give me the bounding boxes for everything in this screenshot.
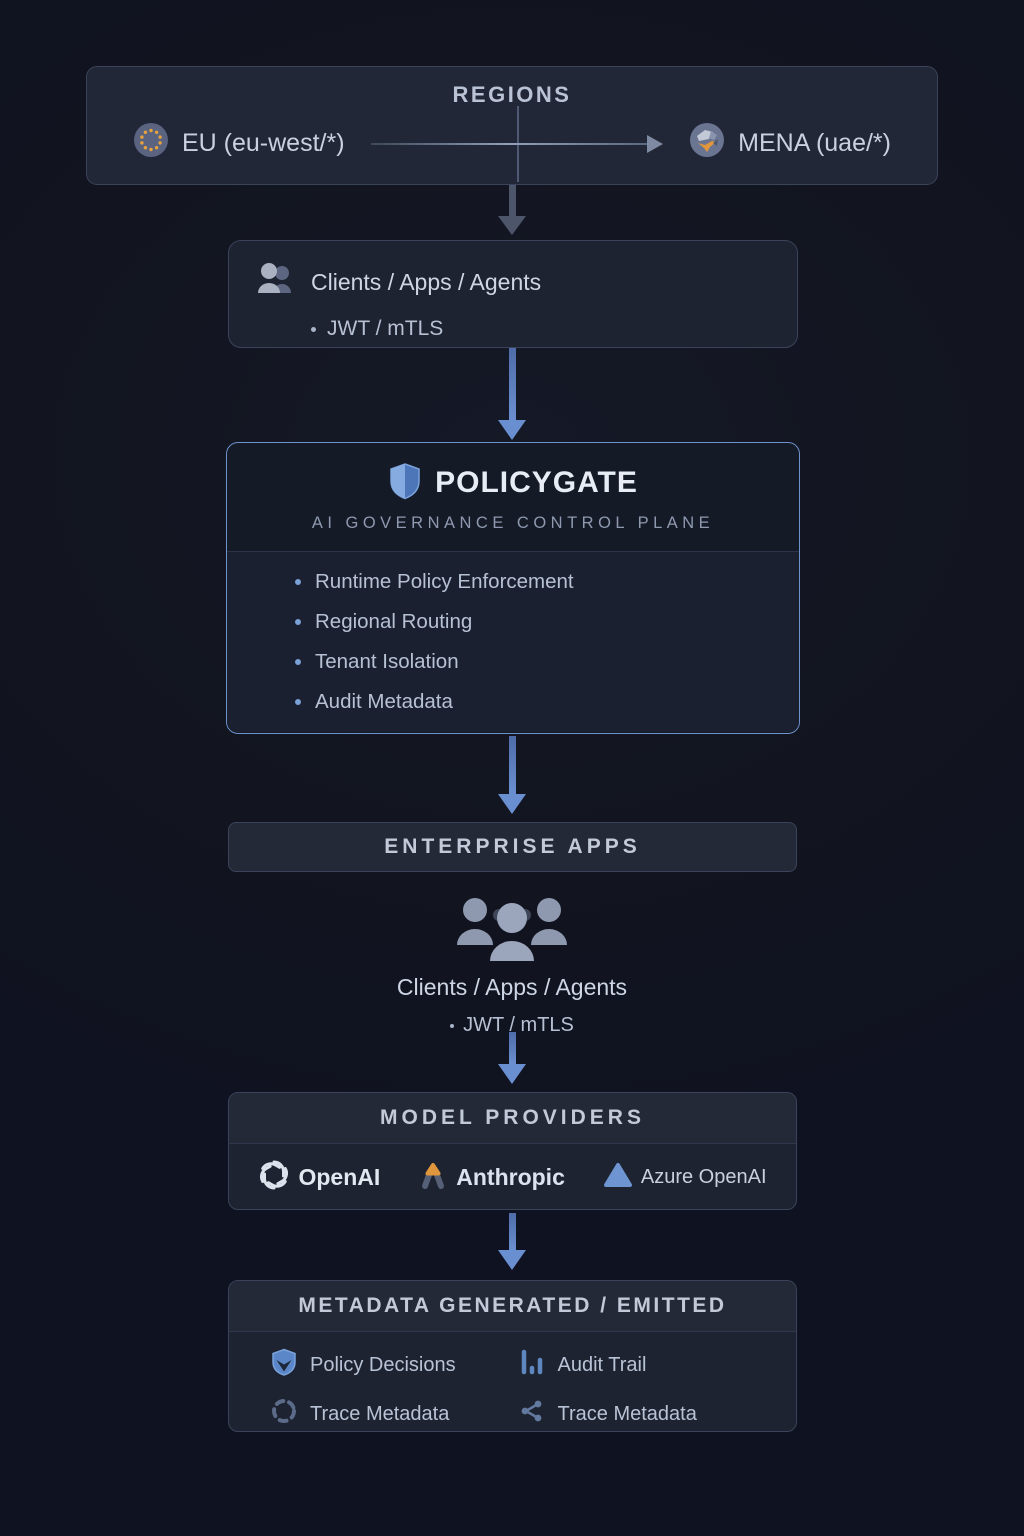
metadata-item-policy-decisions: Policy Decisions (271, 1348, 519, 1382)
list-item: Tenant Isolation (295, 650, 799, 674)
list-item: Runtime Policy Enforcement (295, 570, 799, 594)
provider-openai: OpenAI (258, 1159, 380, 1196)
enterprise-apps-box: ENTERPRISE APPS (228, 822, 797, 872)
eu-flag-icon (133, 122, 169, 165)
provider-azure-openai: Azure OpenAI (603, 1161, 767, 1194)
regions-title: REGIONS (452, 82, 572, 107)
shield-check-icon (271, 1348, 297, 1382)
policygate-header: POLICYGATE AI GOVERNANCE CONTROL PLANE (227, 443, 799, 551)
share-icon (519, 1398, 545, 1430)
policygate-feature-list: Runtime Policy Enforcement Regional Rout… (227, 551, 799, 732)
arrow-right-head (647, 134, 664, 153)
model-providers-title: MODEL PROVIDERS (380, 1106, 645, 1129)
model-providers-box: MODEL PROVIDERS Ope (228, 1092, 797, 1210)
list-item: Regional Routing (295, 610, 799, 634)
flow-arrow-clients-policygate (492, 348, 532, 440)
users-icon (255, 261, 297, 303)
openai-logo (258, 1159, 290, 1196)
flow-arrow-clients-providers (492, 1032, 532, 1084)
metadata-title: METADATA GENERATED / EMITTED (298, 1294, 727, 1317)
shield-icon (388, 462, 422, 505)
region-mena-label: MENA (uae/*) (738, 129, 891, 157)
model-providers-header: MODEL PROVIDERS (229, 1093, 796, 1144)
clients-cluster-title: Clients / Apps / Agents (396, 974, 628, 1000)
clients-title: Clients / Apps / Agents (311, 268, 542, 295)
provider-anthropic: Anthropic (418, 1159, 565, 1196)
policygate-title: POLICYGATE (435, 466, 638, 499)
users-group-icon (437, 893, 587, 966)
regions-row: EU (eu-west/*) MENA (uae/*) (87, 105, 937, 182)
flow-arrow-regions-clients (492, 185, 532, 235)
providers-row: OpenAI Anthropic Azure O (229, 1144, 796, 1210)
policygate-subtitle: AI GOVERNANCE CONTROL PLANE (311, 513, 715, 532)
clients-cluster: Clients / Apps / Agents JWT / mTLS (0, 893, 1024, 1037)
enterprise-apps-title: ENTERPRISE APPS (384, 835, 641, 858)
region-eu: EU (eu-west/*) (133, 122, 345, 165)
clients-box: Clients / Apps / Agents JWT / mTLS (228, 240, 798, 348)
region-eu-label: EU (eu-west/*) (182, 129, 345, 157)
metadata-header: METADATA GENERATED / EMITTED (229, 1281, 796, 1332)
bullet-dot (311, 326, 316, 332)
region-mena: MENA (uae/*) (689, 122, 891, 165)
eu-to-mena-arrow (370, 105, 664, 182)
clients-cluster-bullet: JWT / mTLS (450, 1014, 574, 1037)
anthropic-logo (418, 1159, 448, 1196)
list-item: Audit Metadata (295, 690, 799, 714)
globe-icon (689, 122, 725, 165)
azure-openai-logo (603, 1161, 633, 1194)
policygate-box: POLICYGATE AI GOVERNANCE CONTROL PLANE R… (226, 442, 800, 734)
regions-box: REGIONS EU (eu-west/*) (86, 66, 938, 185)
metadata-grid: Policy Decisions Audit Trail (229, 1332, 796, 1430)
bar-chart-icon (519, 1348, 545, 1382)
dashed-circle-icon (271, 1398, 297, 1430)
metadata-item-audit-trail: Audit Trail (519, 1348, 767, 1382)
clients-bullet: JWT / mTLS (311, 317, 797, 341)
metadata-box: METADATA GENERATED / EMITTED Policy Deci… (228, 1280, 797, 1432)
flow-arrow-policygate-enterprise (492, 736, 532, 814)
metadata-item-trace-metadata-2: Trace Metadata (519, 1398, 767, 1430)
flow-arrow-providers-metadata (492, 1213, 532, 1270)
metadata-item-trace-metadata-1: Trace Metadata (271, 1398, 519, 1430)
bullet-dot (450, 1023, 455, 1028)
